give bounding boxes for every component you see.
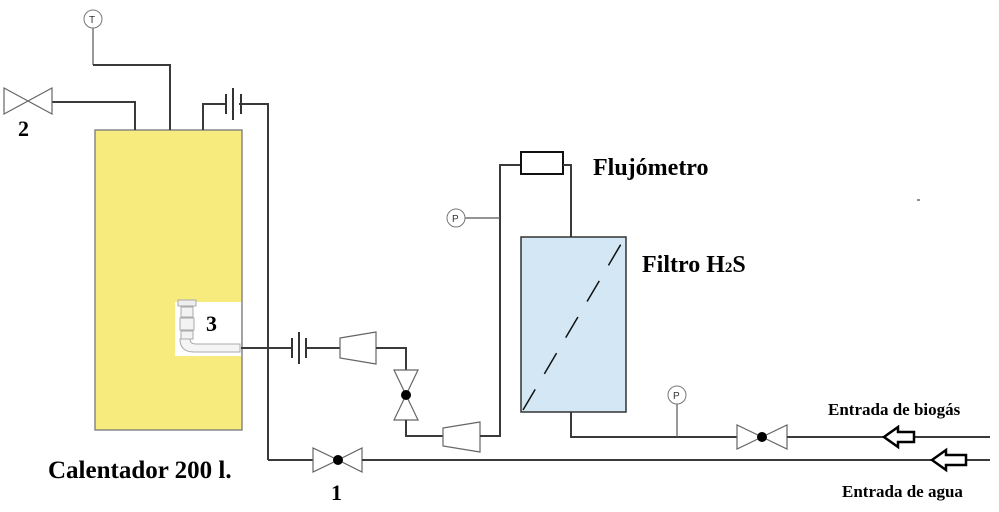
heater-tank — [94, 129, 243, 431]
valve-1 — [312, 447, 363, 473]
pressure-gauge-bottom-label: P — [673, 391, 680, 402]
label-1: 1 — [331, 480, 342, 505]
label-3: 3 — [206, 311, 217, 336]
filter-label: Filtro H2S — [642, 252, 746, 278]
reducer-2 — [442, 421, 481, 453]
reducer-1 — [339, 331, 377, 365]
temperature-gauge-label: T — [89, 15, 95, 26]
valve-vertical — [393, 369, 419, 421]
pressure-gauge-top-label: P — [452, 214, 459, 225]
biogas-inlet-arrow — [881, 424, 916, 450]
valve-biogas — [736, 424, 788, 450]
biogas-inlet-label: Entrada de biogás — [828, 400, 961, 419]
valve-2 — [3, 86, 53, 116]
water-inlet-arrow — [929, 447, 968, 473]
water-inlet-label: Entrada de agua — [842, 482, 963, 501]
flowmeter-label: Flujómetro — [593, 155, 709, 181]
flowmeter — [520, 151, 564, 175]
temperature-gauge — [83, 9, 103, 29]
pressure-gauge-bottom — [667, 385, 687, 405]
heating-element-3 — [175, 299, 241, 356]
pressure-gauge-top — [446, 208, 466, 228]
heater-label: Calentador 200 l. — [48, 457, 232, 484]
label-2: 2 — [18, 116, 29, 141]
